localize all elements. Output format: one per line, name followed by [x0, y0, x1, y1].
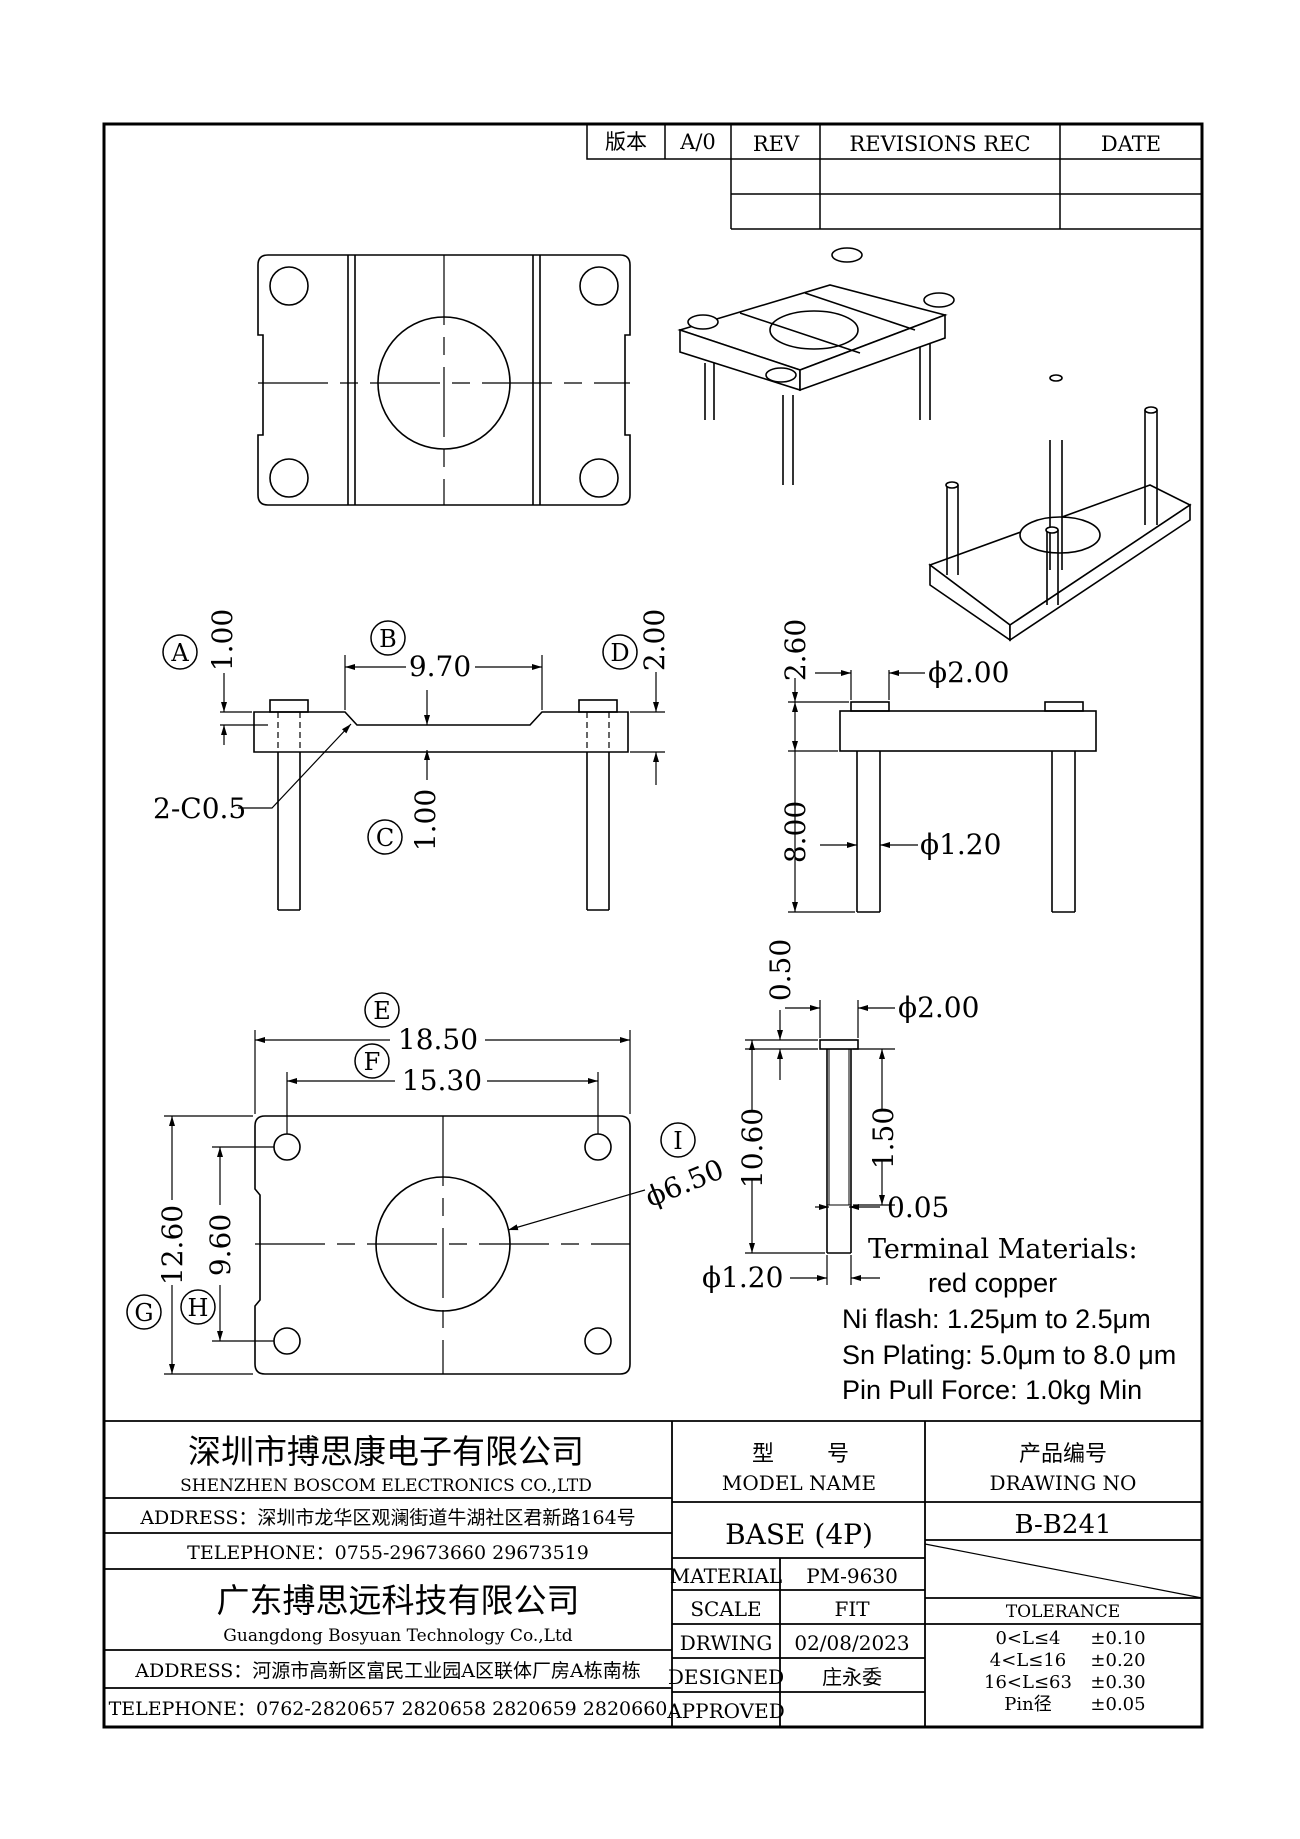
iso-view-bottom	[928, 374, 1192, 642]
scale-value: FIT	[834, 1597, 870, 1621]
pin-dim-upper: 1.50	[867, 1107, 900, 1169]
chamfer-note: 2-C0.5	[153, 792, 246, 825]
dim-b: 9.70	[409, 650, 471, 683]
model-value: BASE (4P)	[725, 1518, 873, 1551]
material-label: MATERIAL	[670, 1564, 782, 1588]
scale-label: SCALE	[690, 1597, 761, 1621]
designed-value: 庄永委	[822, 1665, 882, 1689]
model-cn-1: 型	[752, 1442, 774, 1467]
drawing-no-cn: 产品编号	[1019, 1442, 1107, 1467]
material-note: red copper	[928, 1268, 1057, 1298]
rev-header: REV	[753, 132, 800, 156]
balloon-f-label: F	[364, 1048, 381, 1076]
materials-title: Terminal Materials:	[868, 1234, 1138, 1265]
company2-cn: 广东搏思远科技有限公司	[217, 1581, 580, 1620]
balloon-c	[367, 819, 403, 855]
end-view	[839, 701, 1097, 913]
balloon-d-label: D	[610, 639, 629, 667]
bottom-dim-h: 9.60	[204, 1214, 237, 1276]
company2-en: Guangdong Bosyuan Technology Co.,Ltd	[223, 1626, 573, 1646]
title-block-grid	[104, 1420, 1203, 1727]
side-view	[253, 699, 629, 911]
balloon-a-label: A	[170, 639, 189, 667]
model-en: MODEL NAME	[722, 1471, 876, 1495]
balloon-e-label: E	[373, 997, 391, 1025]
version-label: 版本	[605, 130, 647, 154]
material-value: PM-9630	[806, 1564, 898, 1588]
balloon-g	[126, 1294, 162, 1330]
pin-detail	[819, 1039, 859, 1254]
pull-force-note: Pin Pull Force: 1.0kg Min	[842, 1375, 1142, 1405]
company1-cn: 深圳市搏思康电子有限公司	[188, 1432, 584, 1471]
drwing-value: 02/08/2023	[794, 1631, 909, 1655]
tol-value-2: ±0.20	[1090, 1650, 1145, 1671]
bottom-view	[254, 1115, 631, 1375]
dim-d: 2.00	[638, 609, 671, 671]
drawing-no-en: DRAWING NO	[990, 1471, 1137, 1495]
end-view-dimensions	[788, 670, 925, 913]
address1: ADDRESS：深圳市龙华区观澜街道牛湖社区君新路164号	[139, 1507, 635, 1529]
tol-range-1: 0<L≤4	[995, 1628, 1060, 1649]
approved-label: APPROVED	[666, 1699, 785, 1723]
dim-c: 1.00	[409, 789, 442, 851]
model-cn-2: 号	[827, 1442, 849, 1467]
tol-value-1: ±0.10	[1090, 1628, 1145, 1649]
pin-dim-head-thk: 0.50	[764, 939, 797, 1001]
balloon-b-label: B	[379, 625, 397, 653]
end-dim-pin-dia: ϕ1.20	[920, 828, 1001, 861]
side-view-dimensions	[220, 655, 665, 809]
date-header: DATE	[1101, 132, 1161, 156]
balloon-f	[354, 1043, 390, 1079]
tolerance-title: TOLERANCE	[1006, 1602, 1120, 1622]
end-dim-head-dia: ϕ2.00	[928, 656, 1009, 689]
balloon-h	[180, 1289, 216, 1325]
balloon-g-label: G	[134, 1299, 153, 1327]
balloon-e	[364, 992, 400, 1028]
iso-view-top	[677, 247, 955, 485]
ni-flash-note: Ni flash: 1.25μm to 2.5μm	[842, 1304, 1151, 1334]
bottom-dim-f: 15.30	[402, 1064, 482, 1097]
version-value: A/0	[679, 130, 716, 154]
top-view	[257, 254, 631, 506]
company1-en: SHENZHEN BOSCOM ELECTRONICS CO.,LTD	[180, 1476, 592, 1496]
pin-detail-dimensions	[745, 1000, 895, 1285]
balloon-i-label: I	[673, 1127, 682, 1155]
balloon-b	[370, 620, 406, 656]
balloon-d	[602, 634, 638, 670]
address2: ADDRESS：河源市高新区富民工业园A区联体厂房A栋南栋	[134, 1660, 641, 1682]
tol-range-3: 16<L≤63	[984, 1672, 1072, 1693]
balloon-c-label: C	[376, 824, 394, 852]
bottom-dim-e: 18.50	[398, 1023, 478, 1056]
tol-range-2: 4<L≤16	[990, 1650, 1066, 1671]
revision-block	[586, 123, 1203, 230]
tol-range-4: Pin径	[1004, 1694, 1051, 1715]
sn-plating-note: Sn Plating: 5.0μm to 8.0 μm	[842, 1340, 1176, 1370]
revisions-header: REVISIONS REC	[849, 132, 1030, 156]
bottom-view-dimensions	[164, 1030, 646, 1375]
tol-value-3: ±0.30	[1090, 1672, 1145, 1693]
pin-dim-head-dia: ϕ2.00	[898, 991, 979, 1024]
dim-a: 1.00	[206, 609, 239, 671]
pin-dim-pin-dia: ϕ1.20	[702, 1261, 783, 1294]
telephone2: TELEPHONE：0762-2820657 2820658 2820659 2…	[109, 1698, 668, 1720]
balloon-a	[162, 634, 198, 670]
tol-value-4: ±0.05	[1090, 1694, 1145, 1715]
drwing-label: DRWING	[680, 1631, 773, 1655]
pin-dim-step: 0.05	[887, 1191, 949, 1224]
designed-label: DESIGNED	[668, 1665, 784, 1689]
end-dim-pin-length: 8.00	[779, 801, 812, 863]
end-dim-height: 2.60	[779, 619, 812, 681]
balloon-i	[660, 1122, 696, 1158]
bottom-dim-i: ϕ6.50	[641, 1153, 729, 1214]
telephone1: TELEPHONE：0755-29673660 29673519	[187, 1542, 589, 1564]
drawing-no-value: B-B241	[1014, 1510, 1111, 1540]
bottom-dim-g: 12.60	[156, 1205, 189, 1285]
pin-dim-total: 10.60	[736, 1108, 769, 1188]
balloon-h-label: H	[188, 1294, 209, 1322]
